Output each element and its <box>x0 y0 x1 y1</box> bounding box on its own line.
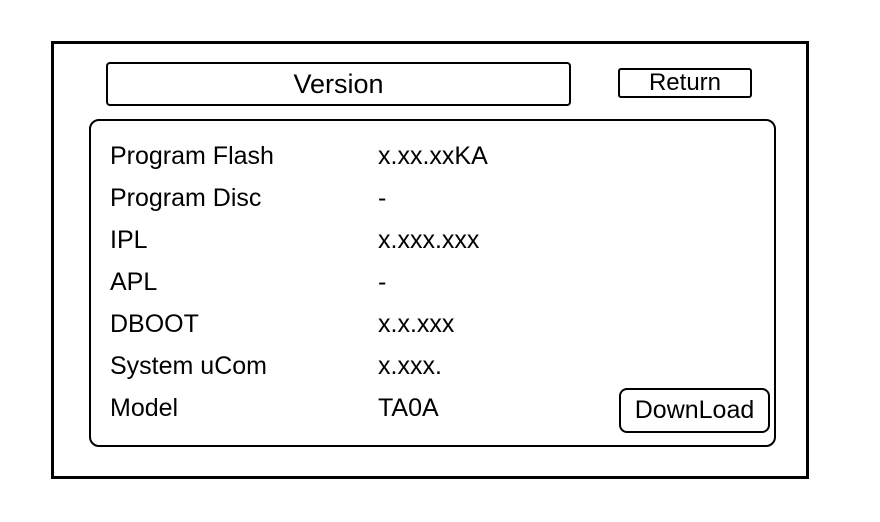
version-row-value: x.xxx.xxx <box>378 225 480 254</box>
version-row-label: System uCom <box>110 351 267 380</box>
version-row-label: Program Flash <box>110 141 274 170</box>
version-row-value: x.x.xxx <box>378 309 455 338</box>
version-row-label: APL <box>110 267 158 296</box>
table-row: APL - <box>110 261 774 303</box>
table-row: Model TA0A <box>110 387 774 429</box>
return-button[interactable]: Return <box>618 68 752 98</box>
version-row-value: - <box>378 267 387 296</box>
version-row-label: Model <box>110 393 179 422</box>
version-row-value: x.xx.xxKA <box>378 141 488 170</box>
version-info-panel: Program Flash x.xx.xxKA Program Disc - I… <box>89 119 776 447</box>
version-screen: Version Return Program Flash x.xx.xxKA P… <box>51 41 809 479</box>
download-button[interactable]: DownLoad <box>619 388 770 433</box>
table-row: Program Flash x.xx.xxKA <box>110 135 774 177</box>
page-title: Version <box>106 62 571 106</box>
version-row-label: Program Disc <box>110 183 262 212</box>
version-row-value: - <box>378 183 387 212</box>
version-row-label: IPL <box>110 225 148 254</box>
table-row: DBOOT x.x.xxx <box>110 303 774 345</box>
table-row: System uCom x.xxx. <box>110 345 774 387</box>
version-row-value: TA0A <box>378 393 439 422</box>
version-row-value: x.xxx. <box>378 351 442 380</box>
table-row: IPL x.xxx.xxx <box>110 219 774 261</box>
version-row-label: DBOOT <box>110 309 199 338</box>
table-row: Program Disc - <box>110 177 774 219</box>
